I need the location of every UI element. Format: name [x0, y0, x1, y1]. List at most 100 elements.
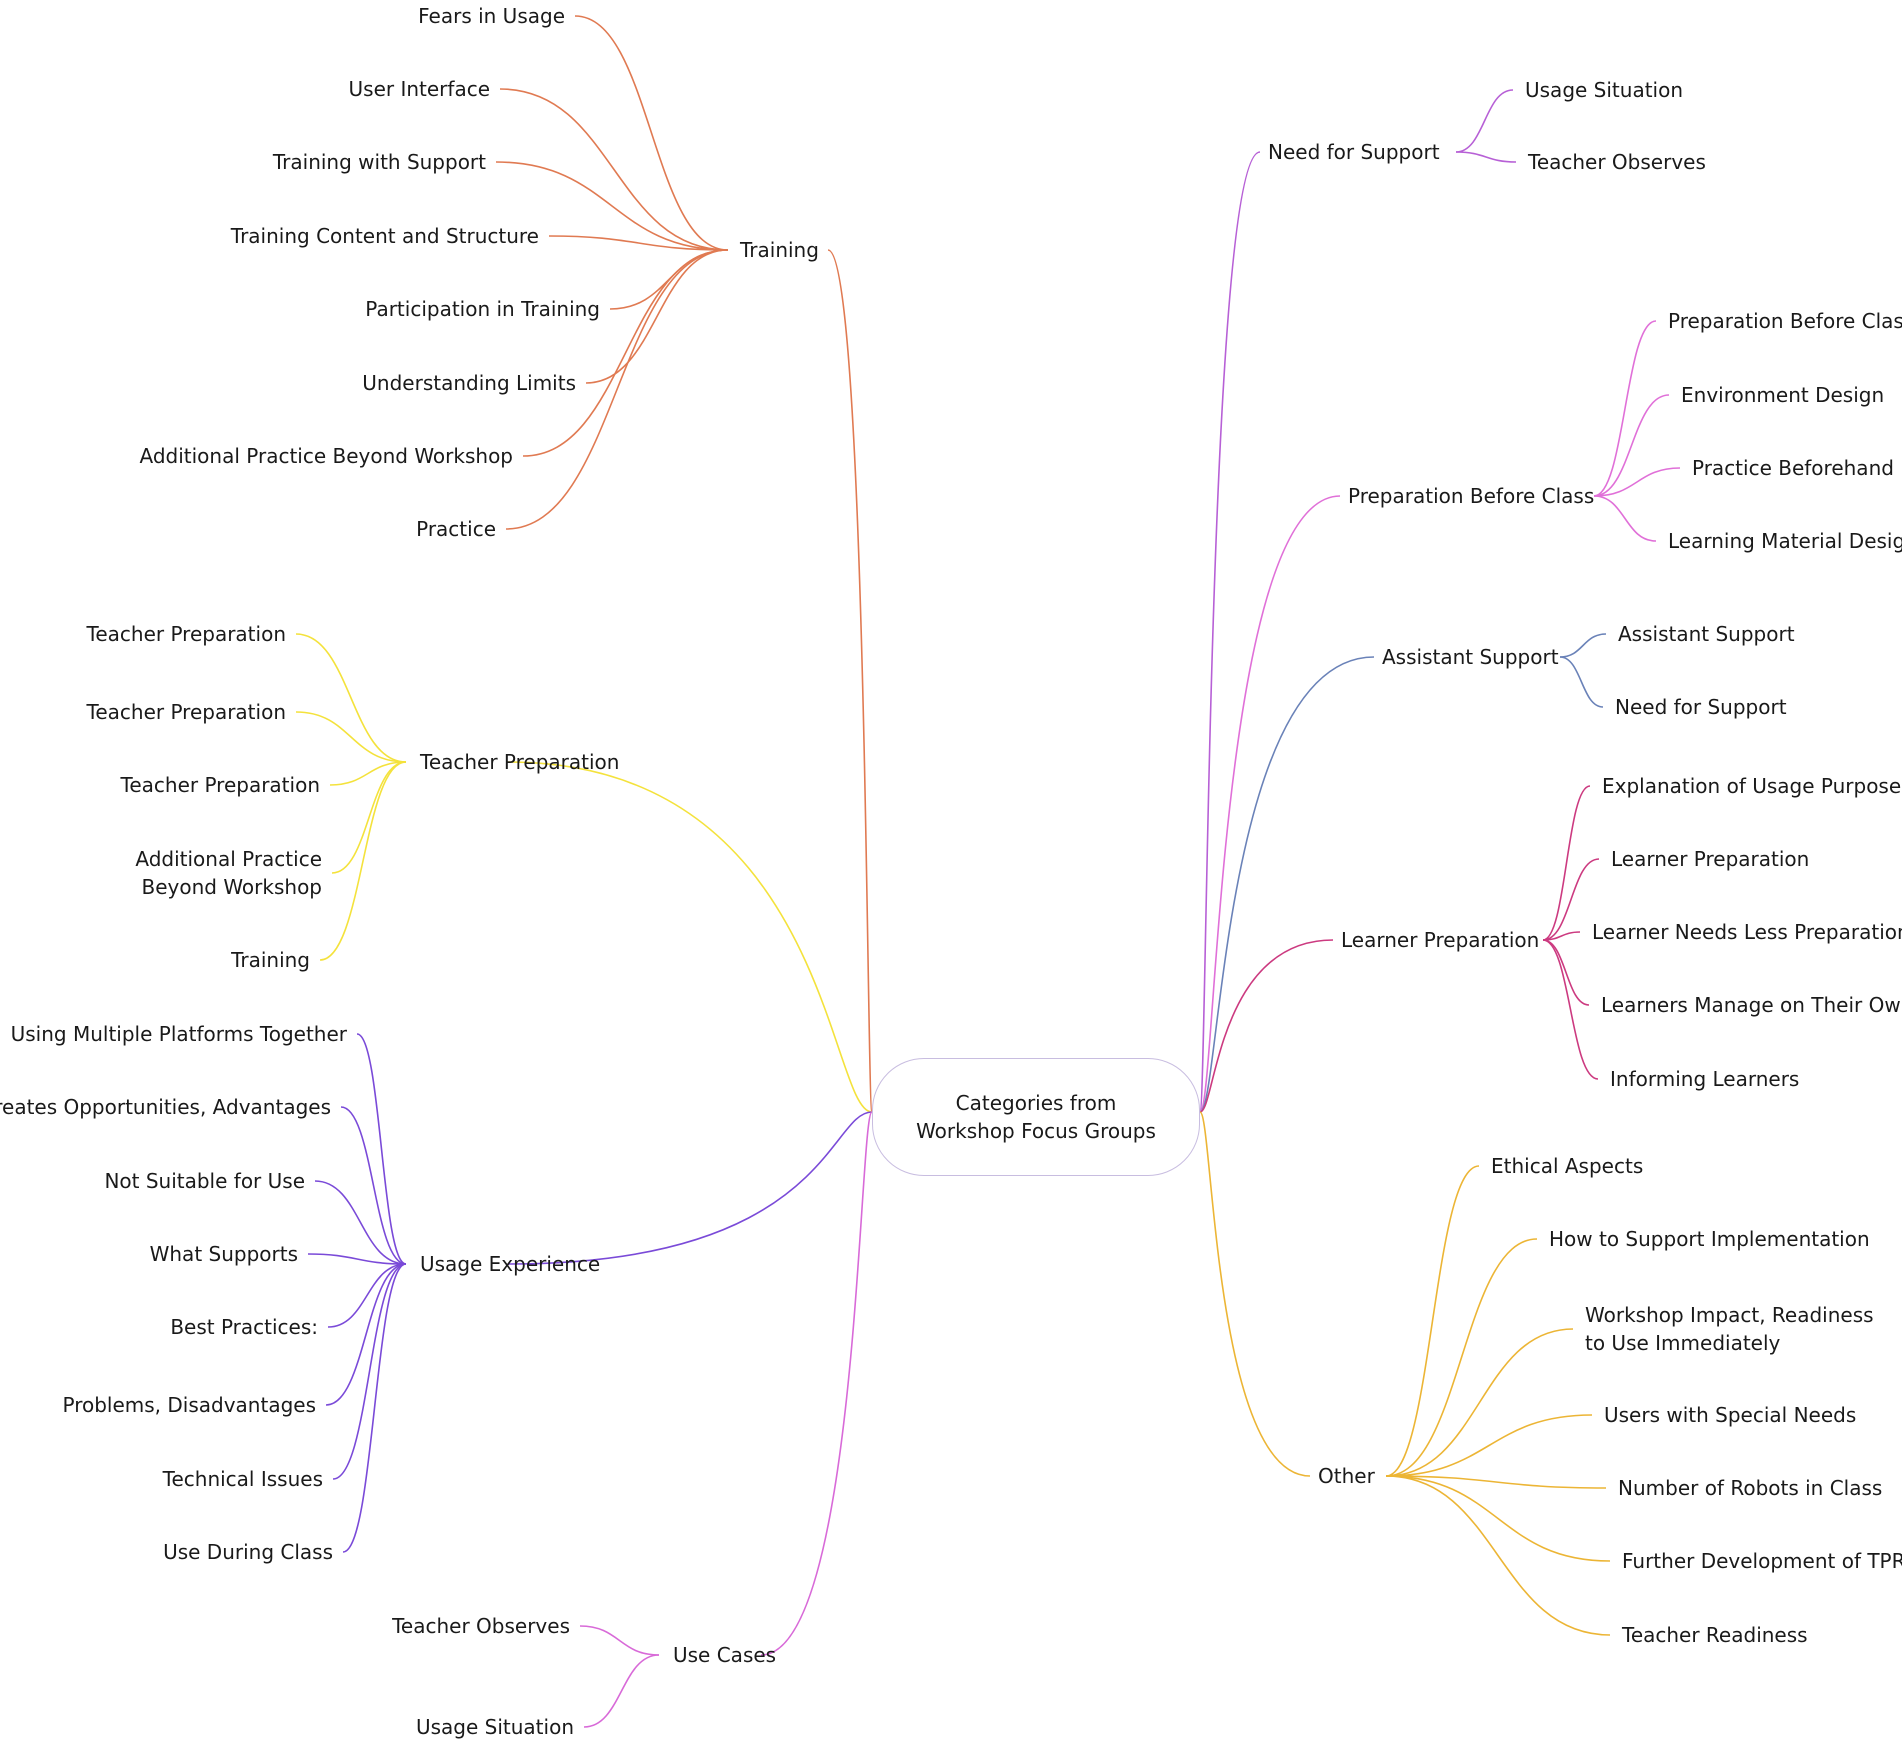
- child-connector-training-7: [505, 249, 729, 530]
- child-teacher-preparation-teacher-preparation[interactable]: Teacher Preparation: [86, 622, 286, 646]
- child-connector-other-5: [1385, 1475, 1611, 1562]
- branch-connector-need-for-support: [1199, 151, 1261, 1113]
- child-connector-teacher-preparation-4: [319, 761, 407, 961]
- branch-assistant-support[interactable]: Assistant Support: [1382, 645, 1559, 669]
- child-other-number-of-robots-in-class[interactable]: Number of Robots in Class: [1618, 1476, 1883, 1500]
- child-connector-training-2: [495, 161, 729, 251]
- child-other-how-to-support-implementation[interactable]: How to Support Implementation: [1549, 1227, 1870, 1251]
- child-connector-training-3: [548, 235, 729, 251]
- central-topic[interactable]: Categories from Workshop Focus Groups: [872, 1058, 1200, 1176]
- child-usage-experience-best-practices[interactable]: Best Practices:: [170, 1315, 318, 1339]
- child-training-participation-in-training[interactable]: Participation in Training: [365, 297, 600, 321]
- child-connector-other-6: [1385, 1475, 1611, 1636]
- child-training-training-with-support[interactable]: Training with Support: [272, 150, 486, 174]
- child-preparation-before-class-practice-beforehand[interactable]: Practice Beforehand: [1692, 456, 1894, 480]
- child-connector-assistant-support-1: [1559, 656, 1604, 708]
- child-assistant-support-assistant-support[interactable]: Assistant Support: [1618, 622, 1795, 646]
- branch-learner-preparation[interactable]: Learner Preparation: [1341, 928, 1540, 952]
- branch-connector-other: [1199, 1111, 1311, 1477]
- child-other-users-with-special-needs[interactable]: Users with Special Needs: [1604, 1403, 1857, 1427]
- branch-other[interactable]: Other: [1318, 1464, 1375, 1488]
- child-teacher-preparation-teacher-preparation[interactable]: Teacher Preparation: [120, 773, 320, 797]
- child-connector-need-for-support-1: [1455, 151, 1517, 163]
- child-learner-preparation-learner-preparation[interactable]: Learner Preparation: [1611, 847, 1810, 871]
- child-training-fears-in-usage[interactable]: Fears in Usage: [418, 4, 565, 28]
- child-learner-preparation-explanation-of-usage-purpose[interactable]: Explanation of Usage Purpose: [1602, 774, 1902, 798]
- child-connector-usage-experience-4: [327, 1263, 407, 1328]
- child-usage-experience-what-supports[interactable]: What Supports: [149, 1242, 298, 1266]
- child-teacher-preparation-training[interactable]: Training: [231, 948, 310, 972]
- child-usage-experience-problems-disadvantages[interactable]: Problems, Disadvantages: [62, 1393, 316, 1417]
- child-connector-preparation-before-class-3: [1593, 495, 1657, 542]
- child-connector-other-2: [1385, 1328, 1574, 1477]
- child-connector-other-3: [1385, 1414, 1593, 1477]
- child-training-additional-practice-beyond-workshop[interactable]: Additional Practice Beyond Workshop: [139, 444, 514, 468]
- child-connector-usage-experience-3: [307, 1253, 407, 1265]
- child-connector-other-4: [1385, 1475, 1607, 1489]
- child-connector-usage-experience-1: [340, 1106, 407, 1265]
- child-connector-training-1: [499, 88, 729, 251]
- child-connector-usage-experience-7: [342, 1263, 407, 1553]
- child-usage-experience-not-suitable-for-use[interactable]: Not Suitable for Use: [104, 1169, 305, 1193]
- child-training-user-interface[interactable]: User Interface: [348, 77, 490, 101]
- child-need-for-support-teacher-observes[interactable]: Teacher Observes: [1528, 150, 1706, 174]
- child-usage-experience-technical-issues[interactable]: Technical Issues: [162, 1467, 323, 1491]
- child-connector-other-1: [1385, 1238, 1538, 1477]
- child-assistant-support-need-for-support[interactable]: Need for Support: [1615, 695, 1787, 719]
- branch-teacher-preparation[interactable]: Teacher Preparation: [420, 750, 620, 774]
- child-learner-preparation-learner-needs-less-preparation[interactable]: Learner Needs Less Preparation: [1592, 920, 1902, 944]
- child-training-practice[interactable]: Practice: [416, 517, 496, 541]
- child-learner-preparation-informing-learners[interactable]: Informing Learners: [1610, 1067, 1800, 1091]
- child-connector-preparation-before-class-0: [1593, 320, 1657, 497]
- branch-training[interactable]: Training: [740, 238, 819, 262]
- child-usage-experience-using-multiple-platforms-together[interactable]: Using Multiple Platforms Together: [10, 1022, 347, 1046]
- child-connector-usage-experience-6: [332, 1263, 407, 1480]
- child-other-ethical-aspects[interactable]: Ethical Aspects: [1491, 1154, 1644, 1178]
- branch-preparation-before-class[interactable]: Preparation Before Class: [1348, 484, 1595, 508]
- child-learner-preparation-learners-manage-on-their-own[interactable]: Learners Manage on Their Own: [1601, 993, 1902, 1017]
- child-connector-need-for-support-0: [1455, 89, 1514, 153]
- child-connector-training-0: [574, 15, 729, 251]
- branch-usage-experience[interactable]: Usage Experience: [420, 1252, 601, 1276]
- child-connector-usage-experience-5: [325, 1263, 407, 1406]
- child-connector-assistant-support-0: [1559, 633, 1607, 658]
- child-need-for-support-usage-situation[interactable]: Usage Situation: [1525, 78, 1684, 102]
- child-usage-experience-use-during-class[interactable]: Use During Class: [163, 1540, 333, 1564]
- child-connector-training-6: [522, 249, 729, 457]
- branch-connector-use-cases: [760, 1111, 873, 1656]
- child-connector-teacher-preparation-0: [295, 633, 407, 763]
- child-usage-experience-creates-opportunities-advantages[interactable]: Creates Opportunities, Advantages: [0, 1095, 331, 1119]
- branch-connector-learner-preparation: [1199, 939, 1334, 1113]
- child-preparation-before-class-environment-design[interactable]: Environment Design: [1681, 383, 1885, 407]
- child-connector-teacher-preparation-2: [329, 761, 407, 786]
- child-connector-teacher-preparation-1: [295, 711, 407, 763]
- child-connector-use-cases-0: [579, 1625, 660, 1656]
- child-use-cases-teacher-observes[interactable]: Teacher Observes: [392, 1614, 570, 1638]
- child-training-understanding-limits[interactable]: Understanding Limits: [362, 371, 576, 395]
- central-topic-line-2: Workshop Focus Groups: [916, 1119, 1156, 1143]
- child-connector-learner-preparation-0: [1542, 785, 1591, 941]
- child-training-training-content-and-structure[interactable]: Training Content and Structure: [230, 224, 539, 248]
- child-use-cases-usage-situation[interactable]: Usage Situation: [415, 1715, 574, 1739]
- branch-connector-preparation-before-class: [1199, 495, 1341, 1113]
- child-other-further-development-of-tpr[interactable]: Further Development of TPR: [1622, 1549, 1902, 1573]
- child-connector-preparation-before-class-2: [1593, 467, 1681, 497]
- branch-need-for-support[interactable]: Need for Support: [1268, 140, 1440, 164]
- child-preparation-before-class-learning-material-design[interactable]: Learning Material Design: [1668, 529, 1902, 553]
- child-teacher-preparation-teacher-preparation[interactable]: Teacher Preparation: [86, 700, 286, 724]
- child-other-teacher-readiness[interactable]: Teacher Readiness: [1622, 1623, 1808, 1647]
- child-connector-preparation-before-class-1: [1593, 394, 1670, 497]
- branch-connector-teacher-preparation: [507, 761, 873, 1113]
- branch-use-cases[interactable]: Use Cases: [673, 1643, 777, 1667]
- branch-connector-assistant-support: [1199, 656, 1375, 1113]
- central-topic-line-1: Categories from: [955, 1091, 1117, 1115]
- child-preparation-before-class-preparation-before-class[interactable]: Preparation Before Class: [1668, 309, 1902, 333]
- child-connector-other-0: [1385, 1165, 1480, 1477]
- child-connector-use-cases-1: [583, 1654, 660, 1728]
- child-connector-learner-preparation-3: [1542, 939, 1590, 1006]
- child-connector-usage-experience-0: [356, 1033, 407, 1265]
